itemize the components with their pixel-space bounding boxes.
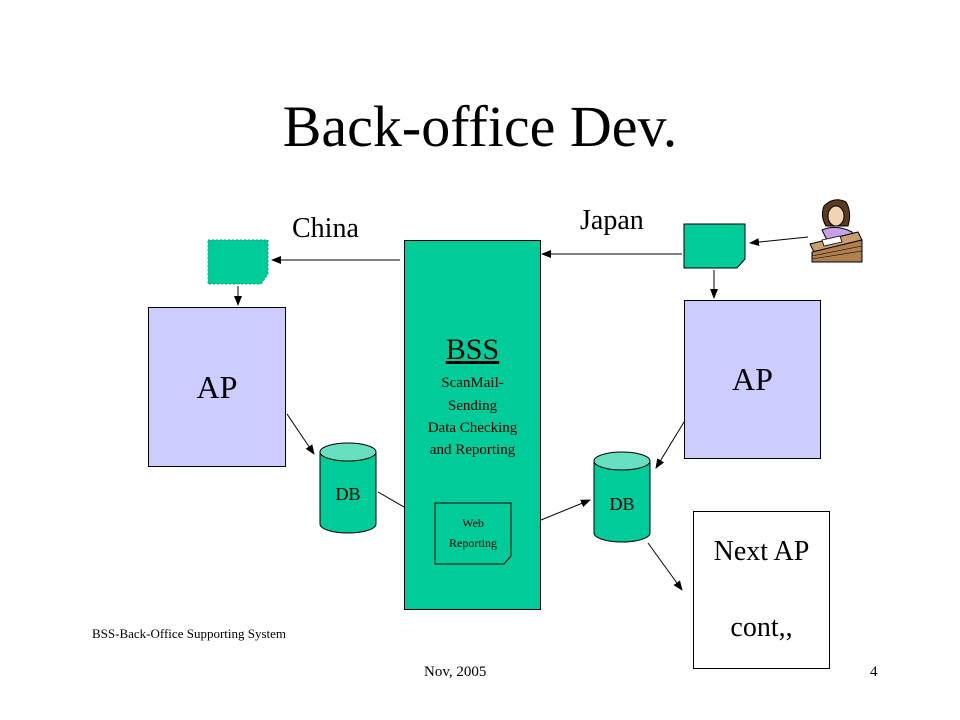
footer-date: Nov, 2005: [424, 664, 487, 680]
arrow-ap-left-to-db: [286, 413, 315, 455]
database-cylinder-right: [593, 451, 651, 543]
bss-desc-line-1: ScanMail-: [441, 375, 504, 391]
next-ap-line-2: cont,,: [730, 612, 793, 643]
arrow-db-right-to-next-ap: [647, 542, 683, 591]
bss-title: BSS: [445, 333, 500, 366]
next-ap-box: Next AP cont,,: [693, 511, 830, 669]
ap-box-japan: AP: [684, 300, 821, 459]
arrow-ap-right-to-db: [655, 421, 685, 469]
web-reporting-line-2: Reporting: [449, 536, 497, 550]
region-label-china: China: [292, 213, 359, 244]
region-label-japan: Japan: [580, 205, 644, 236]
footnote-bss-definition: BSS-Back-Office Supporting System: [92, 626, 287, 641]
footer-page-number: 4: [870, 664, 878, 680]
document-icon-japan: [683, 223, 746, 269]
bss-desc-line-4: and Reporting: [429, 442, 516, 458]
ap-label-china: AP: [196, 368, 238, 405]
next-ap-line-1: Next AP: [713, 536, 810, 567]
bss-desc-line-3: Data Checking: [427, 420, 518, 436]
db-label-right: DB: [609, 494, 635, 514]
arrow-person-to-japan-doc: [749, 236, 809, 247]
person-at-desk-icon: [809, 199, 863, 263]
database-cylinder-left: [319, 442, 377, 534]
bss-box: BSS ScanMail- Sending Data Checking and …: [404, 240, 541, 610]
document-icon-china: [207, 239, 269, 285]
ap-label-japan: AP: [732, 361, 773, 397]
db-label-left: DB: [335, 484, 361, 504]
web-reporting-line-1: Web: [462, 516, 484, 530]
bss-desc-line-2: Sending: [447, 398, 498, 414]
ap-box-china: AP: [148, 307, 286, 467]
slide-title: Back-office Dev.: [282, 94, 678, 159]
